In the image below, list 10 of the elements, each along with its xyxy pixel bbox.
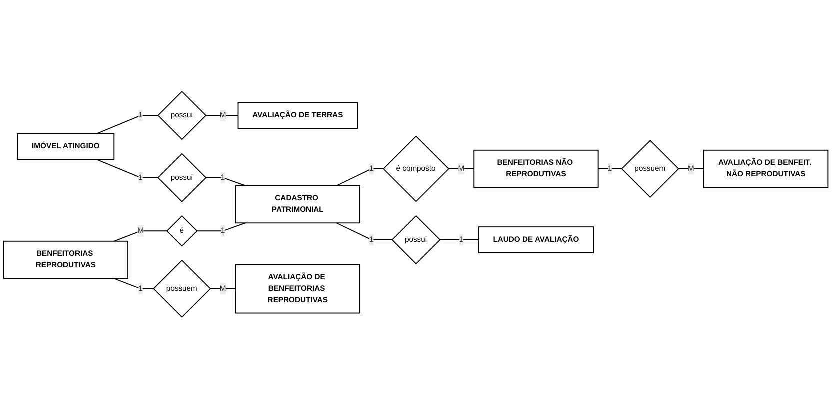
connector <box>336 168 384 186</box>
connector <box>598 168 622 170</box>
connector <box>196 222 246 232</box>
connector <box>114 230 168 242</box>
connector <box>114 278 154 290</box>
connector <box>336 222 393 240</box>
connector <box>439 239 480 240</box>
connector <box>96 159 158 178</box>
connector <box>205 177 246 186</box>
connector <box>96 115 158 134</box>
